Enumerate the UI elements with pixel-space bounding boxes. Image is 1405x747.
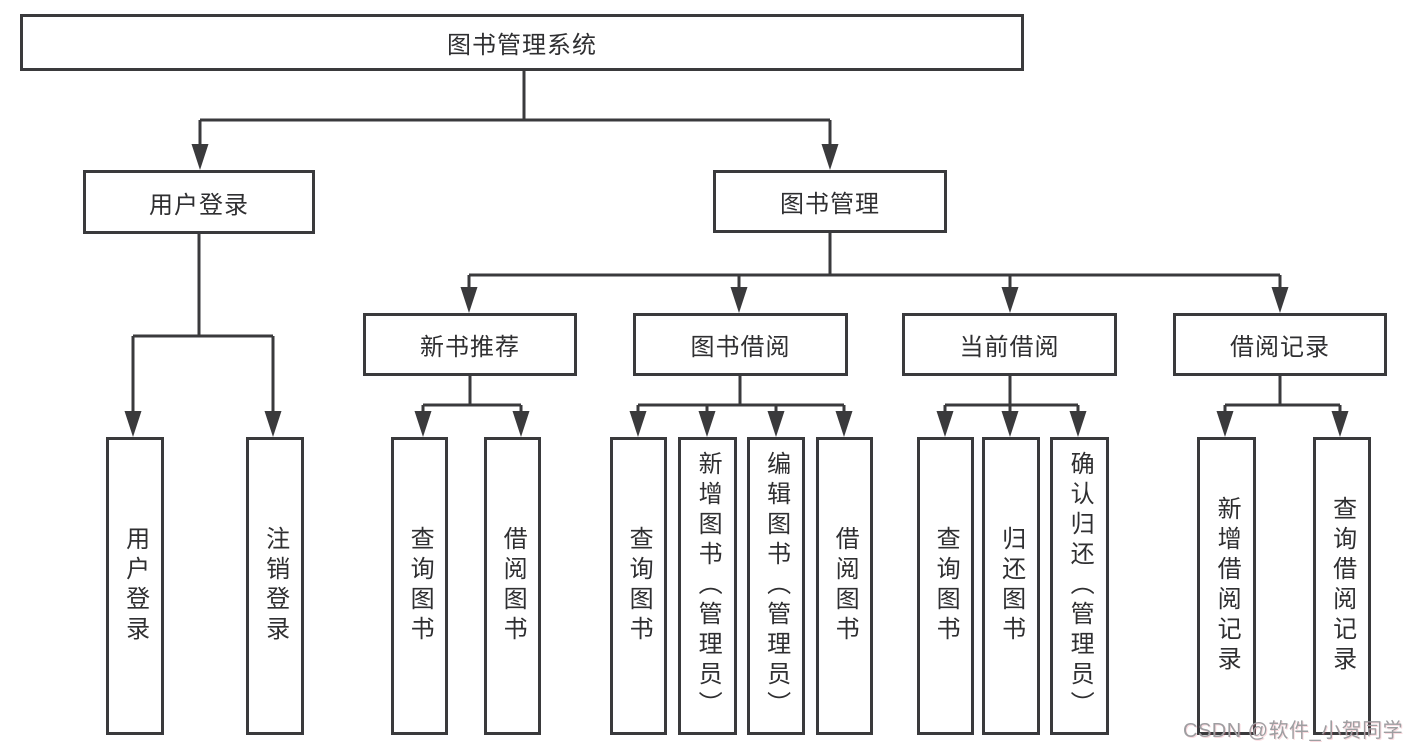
leaf-add-books-admin: 新增图书（管理员） (678, 437, 737, 735)
leaf-borrow-books-recommend: 借阅图书 (484, 437, 541, 735)
node-label: 图书借阅 (690, 334, 791, 361)
leaf-confirm-return-admin: 确认归还（管理员） (1050, 437, 1109, 735)
leaf-query-borrow-record: 查询借阅记录 (1313, 437, 1371, 735)
connector-paths (131, 71, 1342, 416)
leaf-label: 新增借阅记录 (1213, 496, 1241, 676)
leaf-query-books-borrow: 查询图书 (610, 437, 667, 735)
down-arrow-icons (124, 144, 1349, 437)
node-label: 图书管理系统 (447, 32, 597, 59)
node-book-management: 图书管理 (713, 170, 947, 233)
leaf-return-books: 归还图书 (982, 437, 1040, 735)
node-library-management-system: 图书管理系统 (20, 14, 1024, 71)
leaf-borrow-books: 借阅图书 (816, 437, 873, 735)
leaf-label: 查询借阅记录 (1328, 496, 1356, 676)
node-label: 用户登录 (149, 191, 249, 219)
node-new-book-recommend: 新书推荐 (363, 313, 577, 376)
leaf-edit-books-admin: 编辑图书（管理员） (747, 437, 805, 735)
node-label: 图书管理 (780, 191, 880, 218)
node-current-borrow: 当前借阅 (902, 313, 1117, 376)
leaf-label: 注销登录 (261, 526, 289, 646)
node-user-login: 用户登录 (83, 170, 315, 234)
leaf-label: 借阅图书 (831, 526, 859, 646)
csdn-watermark: CSDN @软件_小贺同学 (1183, 720, 1404, 742)
node-label: 借阅记录 (1230, 334, 1330, 361)
leaf-label: 查询图书 (406, 526, 434, 646)
leaf-label: 确认归还（管理员） (1066, 451, 1094, 721)
node-borrow-record: 借阅记录 (1173, 313, 1387, 376)
leaf-query-books-recommend: 查询图书 (391, 437, 448, 735)
leaf-label: 归还图书 (997, 526, 1025, 646)
node-label: 当前借阅 (959, 334, 1060, 361)
leaf-query-books-current: 查询图书 (917, 437, 974, 735)
leaf-logout: 注销登录 (246, 437, 304, 735)
leaf-label: 借阅图书 (499, 526, 527, 646)
leaf-label: 用户登录 (121, 526, 149, 646)
leaf-label: 查询图书 (625, 526, 653, 646)
leaf-user-login: 用户登录 (106, 437, 164, 735)
leaf-add-borrow-record: 新增借阅记录 (1197, 437, 1256, 735)
leaf-label: 新增图书（管理员） (694, 451, 722, 721)
node-label: 新书推荐 (420, 334, 520, 361)
leaf-label: 查询图书 (932, 526, 960, 646)
node-book-borrow: 图书借阅 (633, 313, 848, 376)
leaf-label: 编辑图书（管理员） (762, 451, 790, 721)
